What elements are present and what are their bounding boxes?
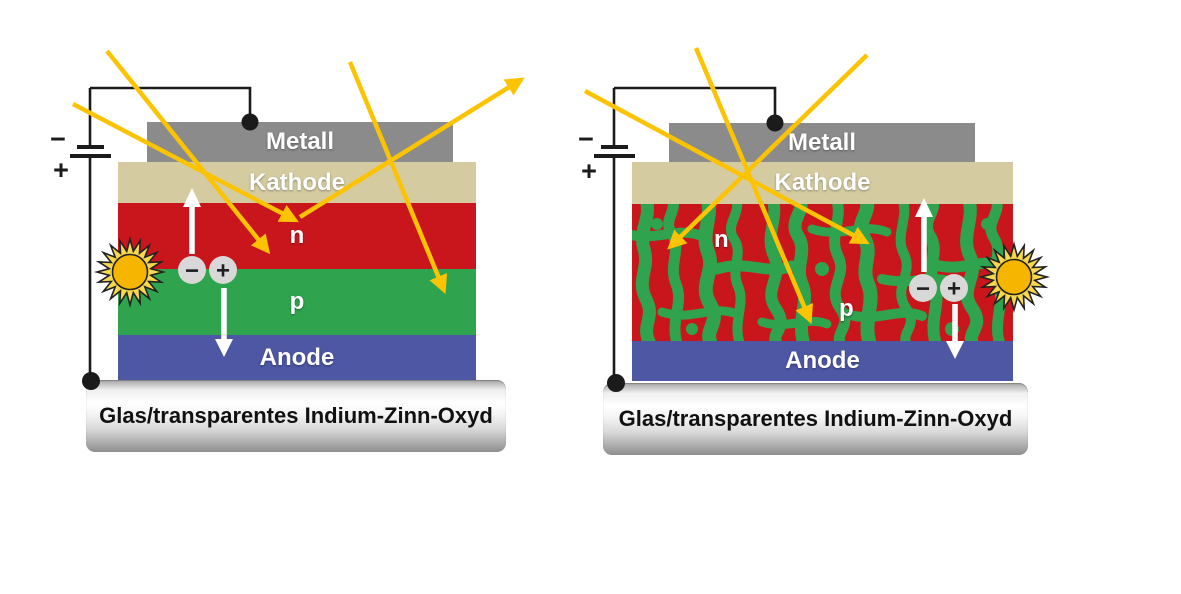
right-anode-label: Anode — [785, 347, 860, 374]
left-p-layer: p — [118, 269, 476, 335]
left-n-label: n — [289, 222, 305, 249]
right-p-label: p — [839, 295, 854, 322]
left-cathode-label: Kathode — [249, 168, 345, 196]
left-battery-plus-sign: + — [53, 155, 69, 185]
right-anode-layer: Anode — [632, 341, 1013, 381]
left-metal-label: Metall — [265, 128, 334, 155]
left-n-layer: n — [118, 203, 476, 269]
right-cathode-label: Kathode — [774, 169, 871, 196]
right-battery-plus-sign: + — [581, 156, 597, 186]
left-anode-label: Anode — [259, 343, 335, 371]
left-p-label: p — [289, 288, 305, 315]
right-cathode-layer: Kathode — [632, 162, 1013, 204]
left-substrate-label: Glas/transparentes Indium-Zinn-Oxyd — [99, 403, 493, 428]
right-substrate: Glas/transparentes Indium-Zinn-Oxyd — [603, 383, 1028, 455]
right-substrate-label: Glas/transparentes Indium-Zinn-Oxyd — [618, 406, 1013, 431]
left-anode-layer: Anode — [118, 335, 476, 380]
right-wire-top — [614, 86, 777, 121]
right-heterojunction-layer: n p — [632, 204, 1013, 341]
right-metal-layer: Metall — [669, 123, 975, 162]
right-battery-minus-sign: − — [578, 124, 594, 154]
left-cathode-layer: Kathode — [118, 162, 476, 203]
left-wire-top — [90, 86, 252, 120]
left-metal-layer: Metall — [147, 122, 453, 162]
right-n-label: n — [714, 226, 729, 253]
left-battery-minus-sign: − — [50, 124, 66, 154]
heterojunction-pattern — [632, 204, 1013, 341]
right-metal-label: Metall — [787, 128, 856, 156]
left-substrate: Glas/transparentes Indium-Zinn-Oxyd — [86, 380, 506, 452]
